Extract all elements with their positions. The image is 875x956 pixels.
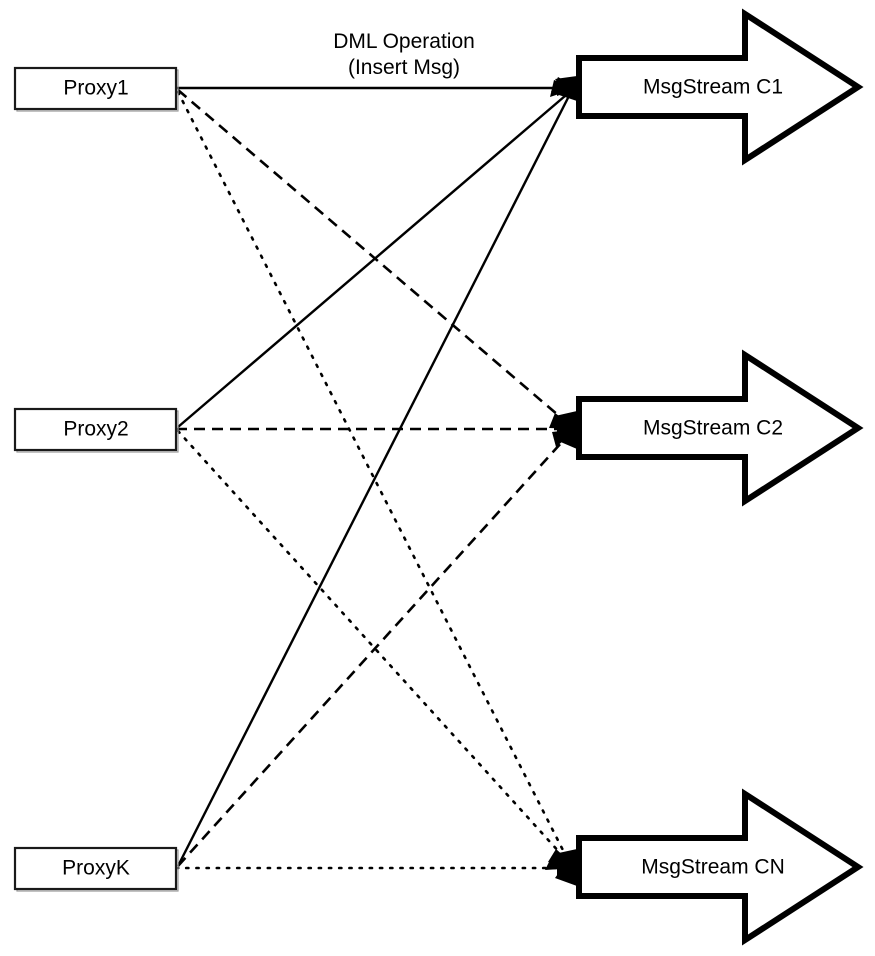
proxy-node-proxy1[interactable]: Proxy1: [13, 66, 179, 112]
msgstream-c1-label: MsgStream C1: [643, 76, 783, 99]
edge-label-dml-operation: DML Operation (Insert Msg): [333, 30, 475, 79]
proxy2-box[interactable]: [13, 407, 178, 452]
proxyk-box[interactable]: [13, 846, 178, 891]
connector-proxy2-to-msgstream-c1[interactable]: [177, 89, 573, 428]
connector-proxy2-to-msgstream-cn[interactable]: [176, 429, 572, 866]
edge-label-line1: DML Operation: [333, 30, 475, 53]
arrowhead-layer: [545, 76, 577, 886]
edge-label-line2: (Insert Msg): [348, 56, 460, 79]
connector-proxy1-to-msgstream-cn[interactable]: [176, 90, 572, 866]
msgstream-c2-label: MsgStream C2: [643, 417, 783, 440]
connector-layer: [174, 86, 576, 870]
msgstream-cn-label: MsgStream CN: [641, 856, 785, 879]
arrowhead-cluster-c2-fill: [555, 411, 577, 449]
connector-proxyk-to-msgstream-c2[interactable]: [177, 430, 573, 867]
proxy-nodes-layer: Proxy1 Proxy2 ProxyK: [13, 66, 179, 892]
arrowhead-cluster-cn-fill: [554, 849, 577, 886]
proxy1-label: Proxy1: [63, 77, 128, 100]
msgstream-node-cn[interactable]: MsgStream CN: [576, 788, 864, 946]
msgstream-cn-arrow-shape[interactable]: [576, 788, 864, 946]
proxy-node-proxy2[interactable]: Proxy2: [13, 407, 179, 453]
connector-proxyk-to-msgstream-c1[interactable]: [176, 89, 574, 867]
msgstream-nodes-layer: MsgStream C1 MsgStream C2 MsgStream CN: [576, 8, 864, 946]
msgstream-c1-arrow-shape[interactable]: [576, 8, 864, 166]
proxy1-box[interactable]: [13, 66, 178, 111]
proxy-node-proxyk[interactable]: ProxyK: [13, 846, 179, 892]
msgstream-c2-arrow-shape[interactable]: [576, 349, 864, 507]
proxy2-label: Proxy2: [63, 418, 128, 441]
arrowhead-cluster-c1-fill: [555, 76, 577, 101]
proxyk-label: ProxyK: [62, 857, 130, 880]
msgstream-node-c2[interactable]: MsgStream C2: [576, 349, 864, 507]
msgstream-node-c1[interactable]: MsgStream C1: [576, 8, 864, 166]
